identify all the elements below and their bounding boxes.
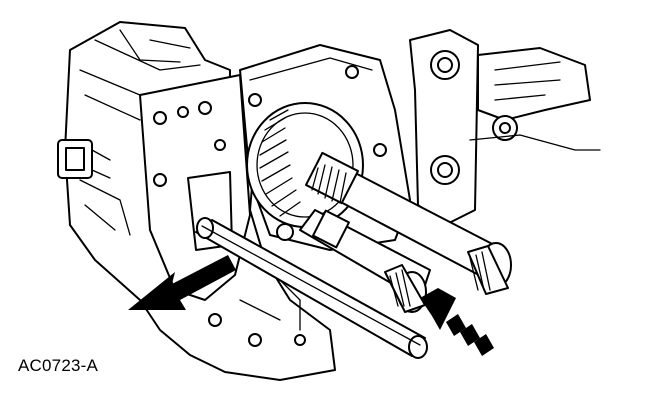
dashed-arrow-icon — [420, 288, 494, 356]
input-shaft-lower — [276, 209, 431, 313]
output-shaft-upper — [305, 151, 512, 295]
figure-code-label: AC0723-A — [18, 356, 99, 375]
alignment-rod — [195, 217, 428, 359]
shift-bracket — [409, 29, 601, 226]
solid-arrow-icon — [128, 255, 236, 310]
